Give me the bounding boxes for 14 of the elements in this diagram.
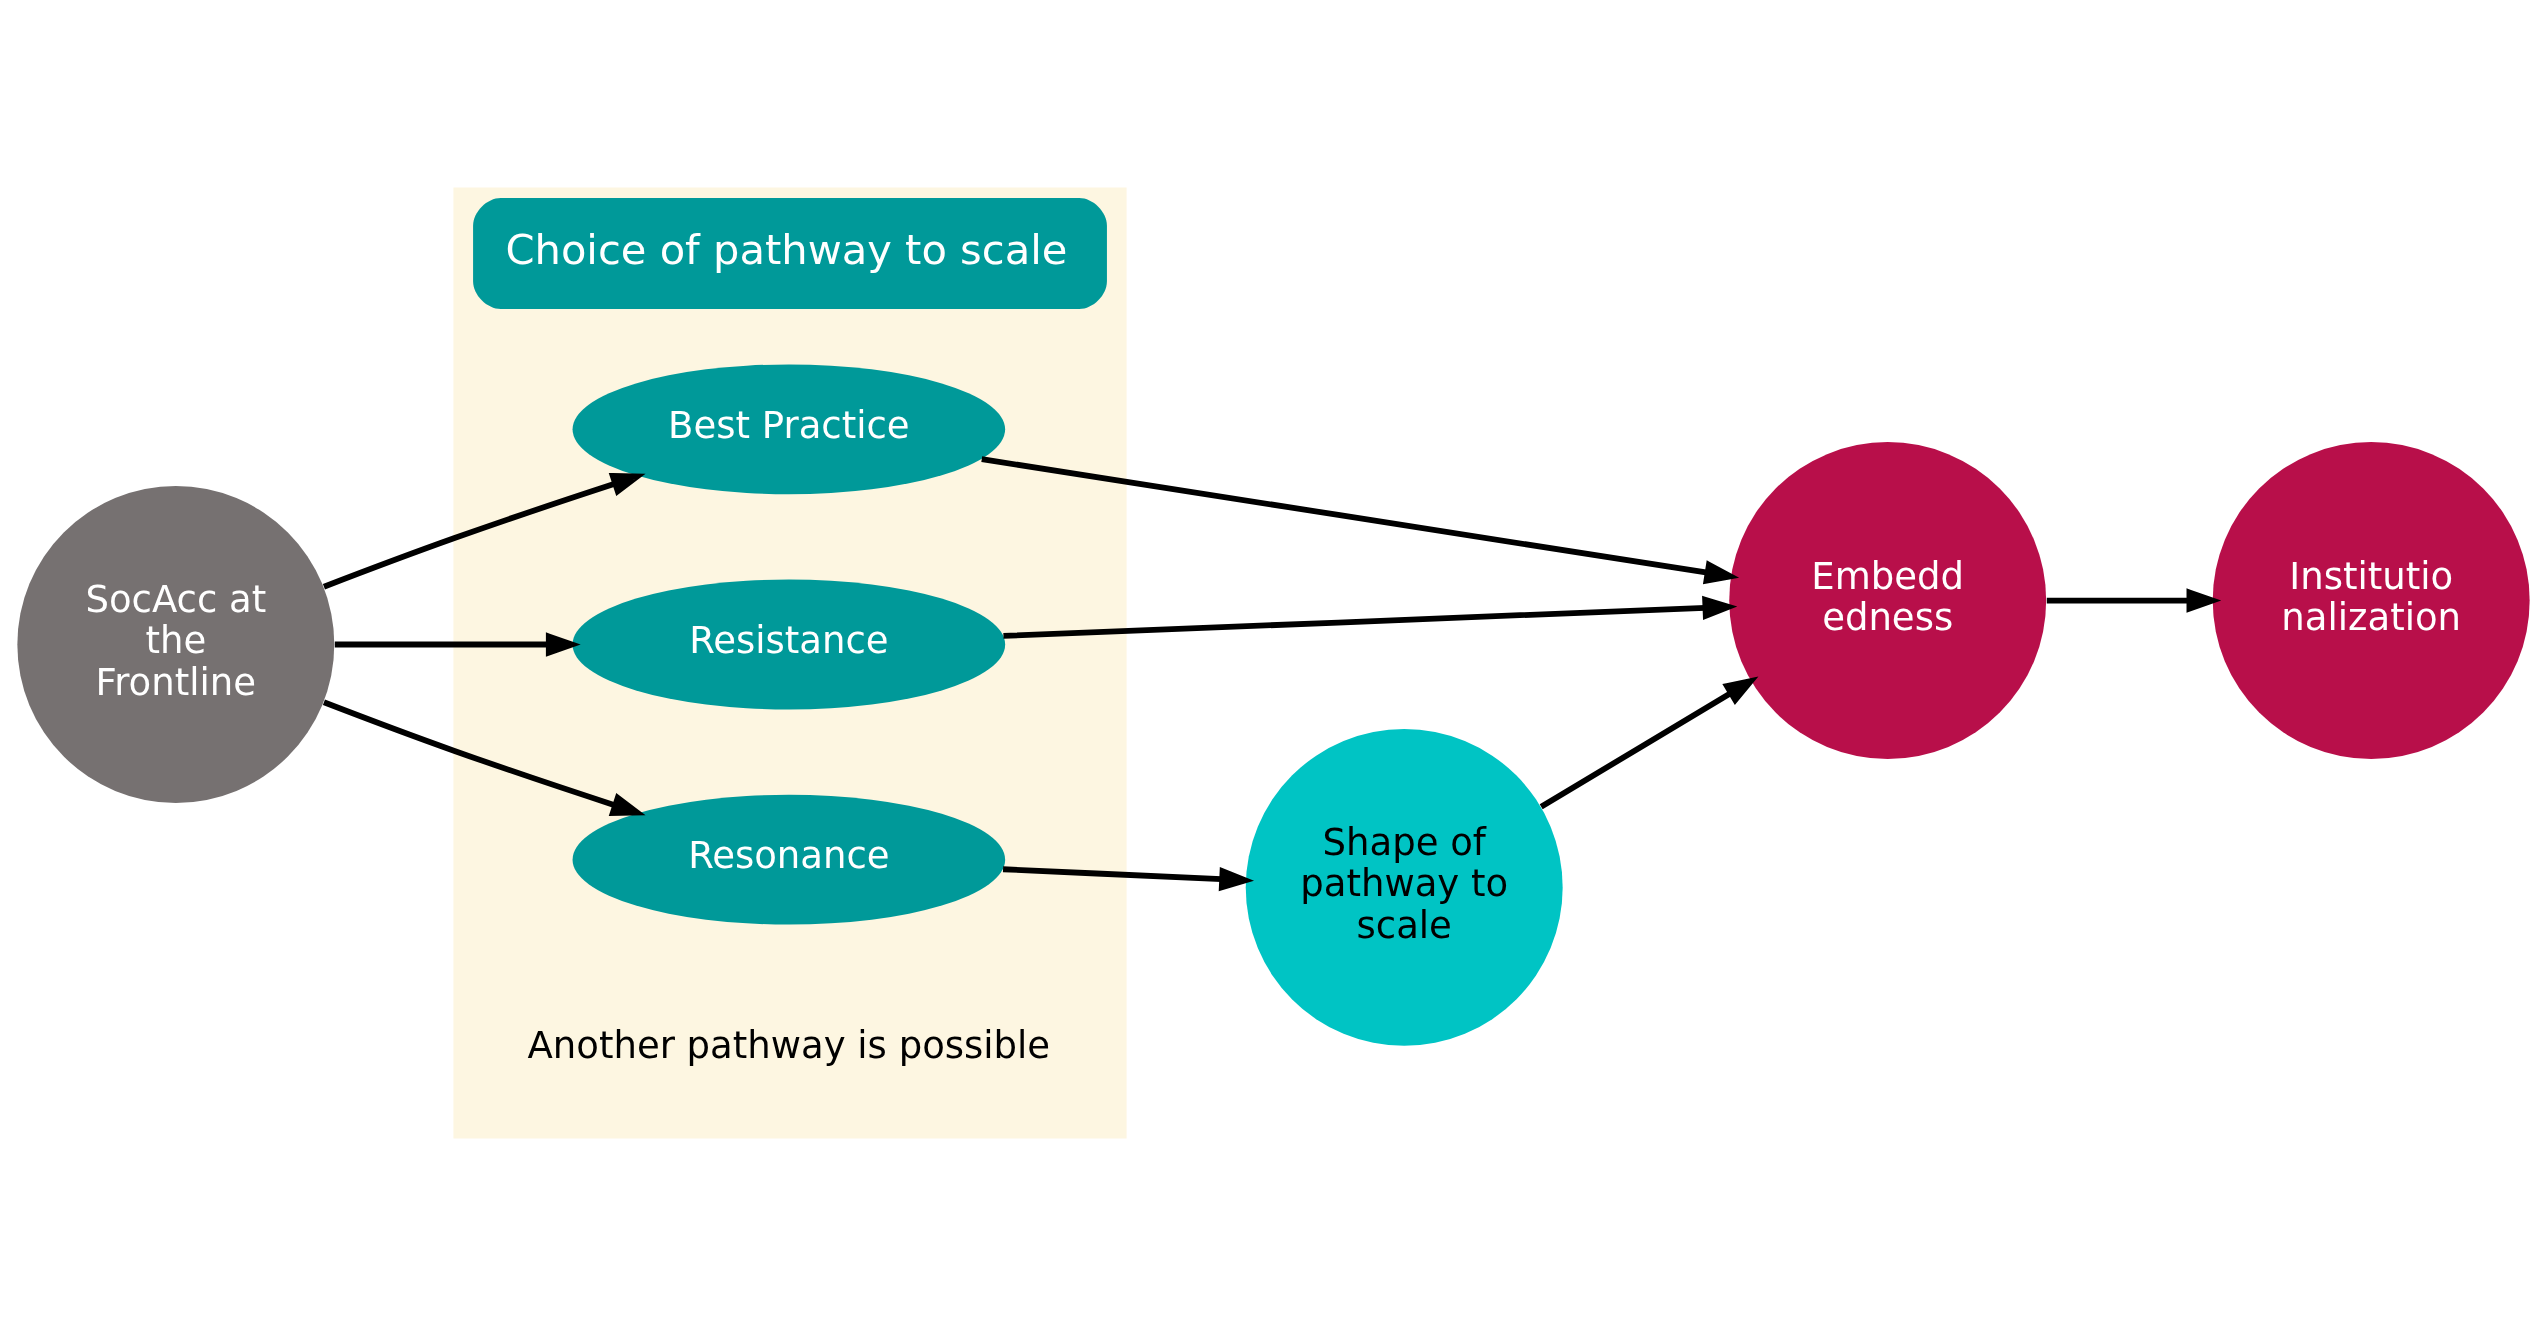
node-circle: Embedd edness (1729, 442, 2047, 759)
node-ellipse: Resistance (572, 579, 1006, 710)
node-circle: Institutio nalization (2212, 442, 2530, 759)
arrow (334, 632, 581, 657)
node-circle: SocAcc at the Frontline (17, 486, 335, 803)
arrow (1539, 676, 1759, 810)
label: Another pathway is possible (527, 1024, 1051, 1068)
arrow (322, 472, 646, 590)
arrow (1003, 595, 1738, 639)
arrow (1002, 866, 1255, 892)
node-circle: Shape of pathway to scale (1245, 728, 1563, 1046)
arrow (2046, 588, 2222, 613)
arrow (981, 456, 1740, 585)
arrow (322, 699, 646, 817)
